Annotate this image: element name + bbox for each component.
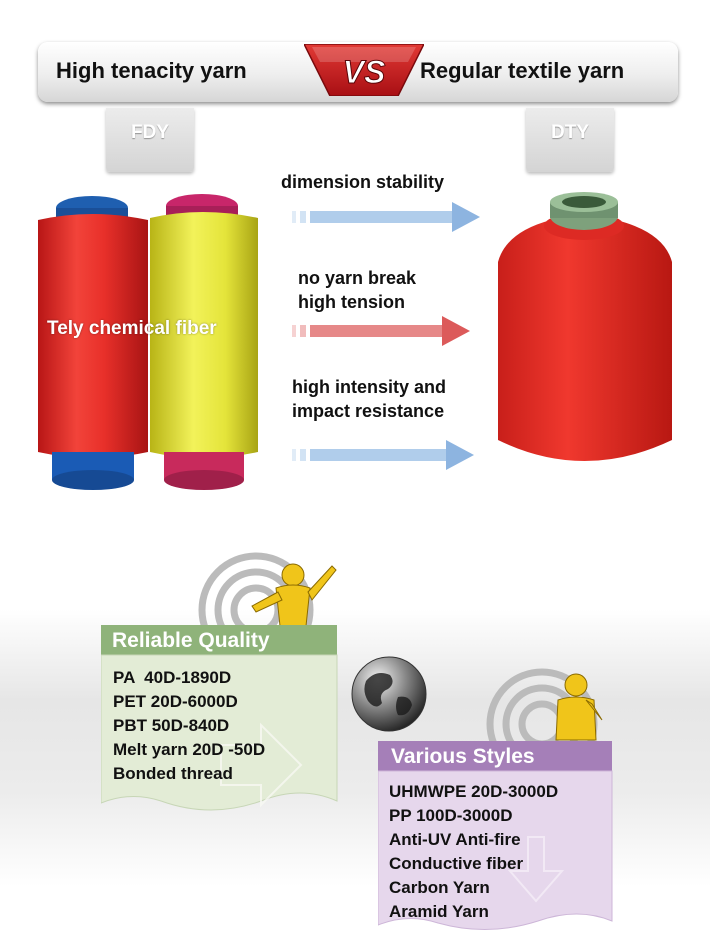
list-item: PBT 50D-840D: [113, 716, 230, 735]
blue-arrow-icon: [292, 202, 480, 232]
feature-dimension-stability: dimension stability: [281, 172, 445, 192]
blue-arrow-icon: [292, 440, 474, 470]
quality-card-bg: [101, 625, 338, 811]
feature-high-intensity: high intensity and impact resistance: [292, 377, 447, 421]
red-arrow-icon: [292, 316, 470, 346]
left-title: High tenacity yarn: [56, 58, 247, 83]
styles-card-title: Various Styles: [391, 745, 535, 768]
vs-label: VS: [343, 54, 386, 90]
list-item: Melt yarn 20D -50D: [113, 740, 266, 759]
styles-card-bg: [378, 741, 613, 931]
list-item: UHMWPE 20D-3000D: [389, 782, 559, 801]
feature-no-yarn-break: no yarn break high tension: [298, 268, 417, 312]
list-item: Carbon Yarn: [389, 878, 490, 897]
watermark-text: Tely chemical fiber: [47, 318, 217, 339]
list-item: Conductive fiber: [389, 854, 524, 873]
fdy-spools-image: [38, 194, 258, 490]
list-item: Anti-UV Anti-fire: [389, 830, 521, 849]
right-title: Regular textile yarn: [420, 58, 625, 83]
dty-spool-image: [498, 192, 672, 461]
dty-tab: DTY: [526, 108, 614, 172]
list-item: PET 20D-6000D: [113, 692, 238, 711]
quality-card-list: PA 40D-1890D PET 20D-6000D PBT 50D-840D …: [113, 666, 265, 786]
quality-card-title: Reliable Quality: [112, 629, 270, 652]
vs-badge: VS: [304, 44, 424, 96]
thinking-person-icon: [555, 673, 603, 741]
list-item: PA 40D-1890D: [113, 668, 232, 687]
cheering-person-icon: [251, 563, 337, 627]
list-item: Aramid Yarn: [389, 902, 489, 921]
fdy-tab: FDY: [106, 108, 194, 172]
globe-icon: [351, 656, 427, 732]
styles-card-list: UHMWPE 20D-3000D PP 100D-3000D Anti-UV A…: [389, 780, 558, 924]
list-item: PP 100D-3000D: [389, 806, 513, 825]
list-item: Bonded thread: [113, 764, 233, 783]
